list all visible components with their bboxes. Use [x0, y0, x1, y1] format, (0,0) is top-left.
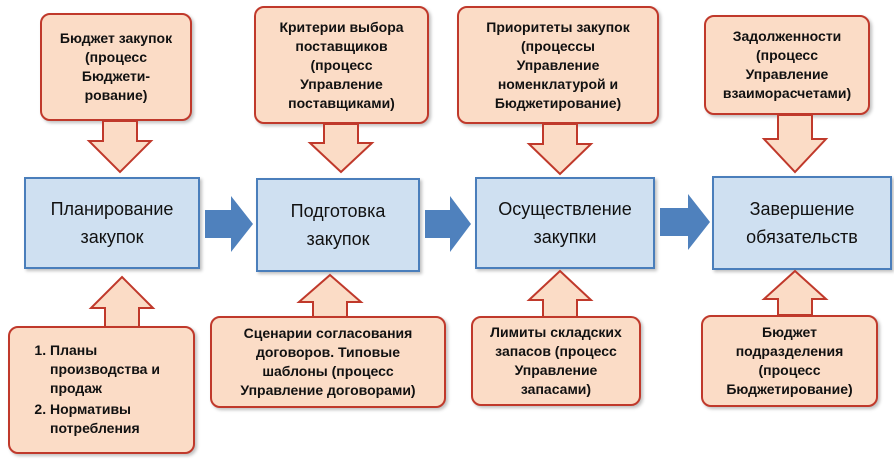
up-arrow-3 [526, 269, 594, 318]
down-arrow-1 [86, 120, 154, 174]
process-completion: Завершение обязательств [712, 176, 892, 270]
flow-arrow-1 [205, 196, 253, 252]
process-planning: Планирование закупок [24, 177, 200, 269]
top-input-budget: Бюджет закупок (процесс Бюджети- рование… [40, 13, 192, 121]
top-input-supplier-criteria: Критерии выбора поставщиков (процесс Упр… [254, 6, 429, 124]
bottom-input-contract-scenarios-text: Сценарии согласования договоров. Типовые… [240, 325, 416, 398]
bottom-input-stock-limits-text: Лимиты складских запасов (процесс Управл… [490, 324, 622, 397]
up-arrow-4 [761, 269, 829, 316]
top-input-debts-text: Задолженности (процесс Управление взаимо… [722, 28, 852, 101]
list-item: Планы производства и продаж [50, 341, 193, 398]
process-completion-label: Завершение обязательств [746, 199, 858, 247]
bottom-input-plans: Планы производства и продаж Нормативы по… [8, 326, 195, 454]
down-arrow-2 [307, 123, 375, 174]
process-execution-label: Осуществление закупки [498, 199, 632, 247]
list-item: Нормативы потребления [50, 400, 193, 438]
top-input-priorities: Приоритеты закупок (процессы Управление … [457, 6, 659, 124]
up-arrow-1 [88, 275, 156, 328]
top-input-priorities-text: Приоритеты закупок (процессы Управление … [486, 18, 630, 111]
up-arrow-2 [296, 273, 364, 318]
down-arrow-4 [761, 114, 829, 174]
bottom-input-department-budget: Бюджет подразделения (процесс Бюджетиров… [701, 315, 878, 407]
bottom-input-contract-scenarios: Сценарии согласования договоров. Типовые… [210, 316, 446, 408]
process-planning-label: Планирование закупок [50, 199, 174, 247]
process-preparation-label: Подготовка закупок [290, 201, 386, 249]
flow-arrow-3 [660, 194, 710, 250]
bottom-input-stock-limits: Лимиты складских запасов (процесс Управл… [471, 316, 641, 406]
process-preparation: Подготовка закупок [256, 178, 420, 272]
top-input-budget-text: Бюджет закупок (процесс Бюджети- рование… [59, 30, 173, 103]
top-input-debts: Задолженности (процесс Управление взаимо… [704, 15, 870, 115]
bottom-input-department-budget-text: Бюджет подразделения (процесс Бюджетиров… [726, 324, 853, 397]
process-execution: Осуществление закупки [475, 177, 655, 269]
down-arrow-3 [526, 123, 594, 176]
bottom-input-plans-list: Планы производства и продаж Нормативы по… [24, 341, 193, 440]
top-input-supplier-criteria-text: Критерии выбора поставщиков (процесс Упр… [279, 18, 404, 111]
flow-arrow-2 [425, 196, 471, 252]
